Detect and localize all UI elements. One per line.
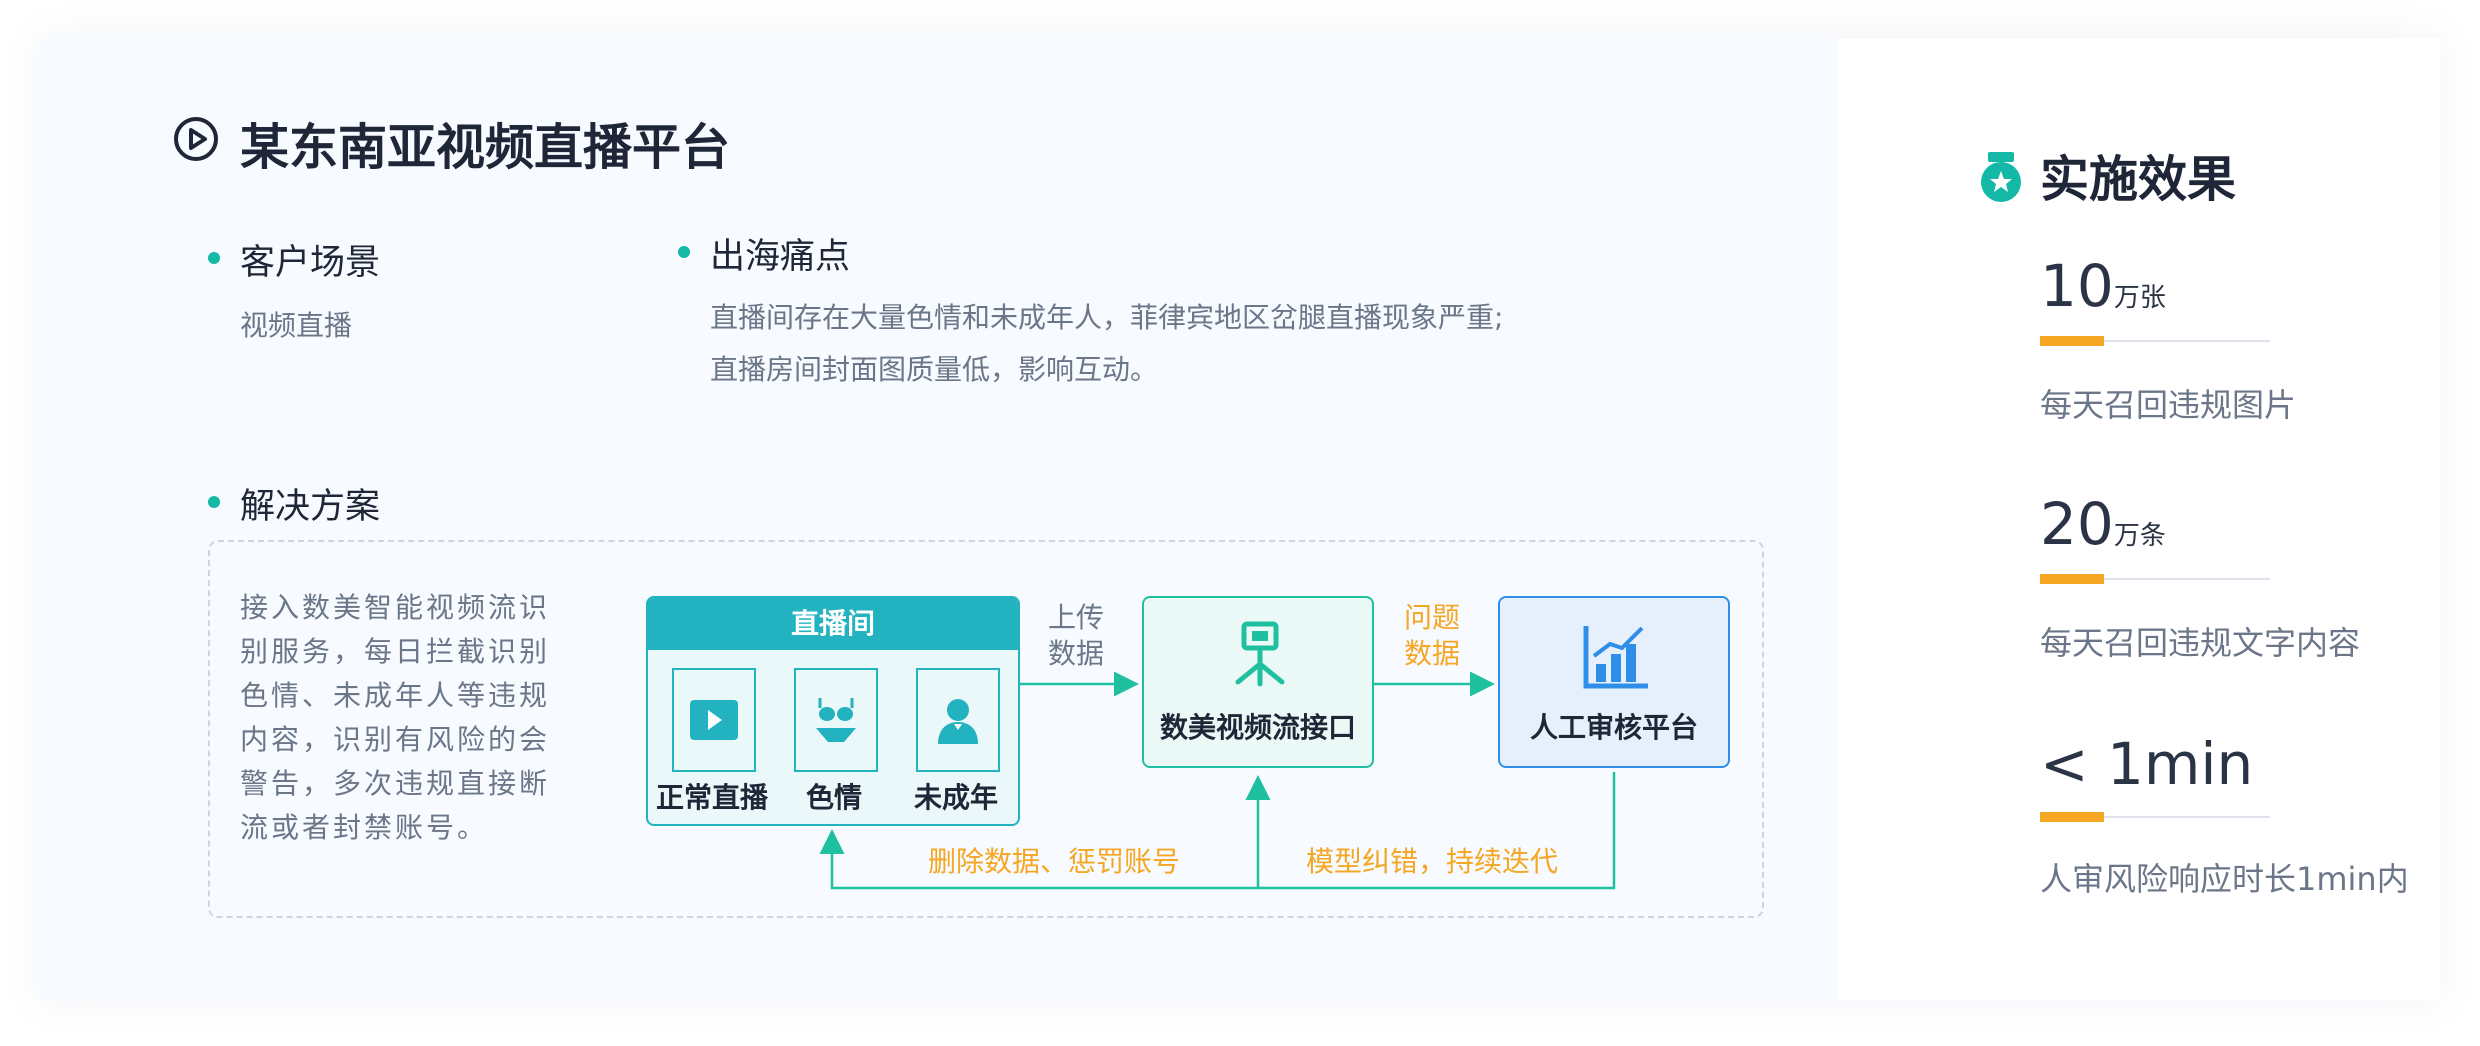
metric-track	[2040, 816, 2270, 818]
bullet-dot	[208, 252, 220, 264]
pain-line: 直播间存在大量色情和未成年人，菲律宾地区岔腿直播现象严重;	[710, 301, 1504, 334]
effects-panel	[1838, 38, 2440, 1000]
pain-line: 直播房间封面图质量低，影响互动。	[710, 353, 1159, 386]
solution-box	[208, 540, 1764, 918]
child-icon	[938, 699, 978, 744]
normal-live-label: 正常直播	[655, 781, 768, 814]
api-node: 数美视频流接口	[1142, 596, 1374, 768]
metric-value: 20万条	[2040, 490, 2166, 558]
effects-title: 实施效果	[2040, 151, 2237, 208]
customer-heading: 客户场景	[240, 243, 381, 283]
pain-heading: 出海痛点	[710, 237, 851, 277]
live-room-title: 直播间	[648, 598, 1018, 650]
porn-cell	[794, 668, 878, 772]
bikini-icon	[816, 698, 856, 742]
bar-chart-icon	[1583, 626, 1648, 689]
solution-heading: 解决方案	[240, 487, 381, 527]
normal-live-cell	[672, 668, 756, 772]
page-title: 某东南亚视频直播平台	[240, 119, 731, 176]
medal-icon	[1981, 152, 2021, 202]
minor-label: 未成年	[913, 781, 998, 814]
porn-label: 色情	[805, 781, 862, 814]
bullet-dot	[678, 246, 690, 258]
metric-bar	[2040, 812, 2104, 822]
network-node-icon	[1235, 621, 1285, 687]
customer-text: 视频直播	[240, 309, 353, 342]
video-camera-icon	[690, 700, 738, 740]
feedback-line	[819, 772, 1616, 890]
metric-track	[2040, 340, 2270, 342]
metric-value: < 1min	[2040, 730, 2254, 798]
feedback-left-label: 删除数据、惩罚账号	[928, 845, 1181, 878]
minor-cell	[916, 668, 1000, 772]
review-node-label: 人工审核平台	[1529, 711, 1698, 744]
metric-bar	[2040, 574, 2104, 584]
api-node-label: 数美视频流接口	[1159, 711, 1356, 744]
live-room-box: 直播间 正常直播 色情 未成年	[646, 596, 1020, 826]
metric-bar	[2040, 336, 2104, 346]
metric-desc: 人审风险响应时长1min内	[2040, 860, 2409, 898]
feedback-right-label: 模型纠错，持续迭代	[1306, 845, 1559, 878]
bullet-dot	[208, 496, 220, 508]
play-circle-icon	[174, 117, 218, 161]
solution-text: 接入数美智能视频流识别服务，每日拦截识别色情、未成年人等违规内容，识别有风险的会…	[240, 591, 551, 844]
issue-label: 问题数据	[1404, 601, 1461, 670]
upload-label: 上传数据	[1048, 601, 1105, 670]
metric-value: 10万张	[2040, 252, 2166, 320]
review-node: 人工审核平台	[1498, 596, 1730, 768]
metric-track	[2040, 578, 2270, 580]
metric-desc: 每天召回违规文字内容	[2040, 624, 2361, 662]
metric-desc: 每天召回违规图片	[2040, 386, 2297, 424]
